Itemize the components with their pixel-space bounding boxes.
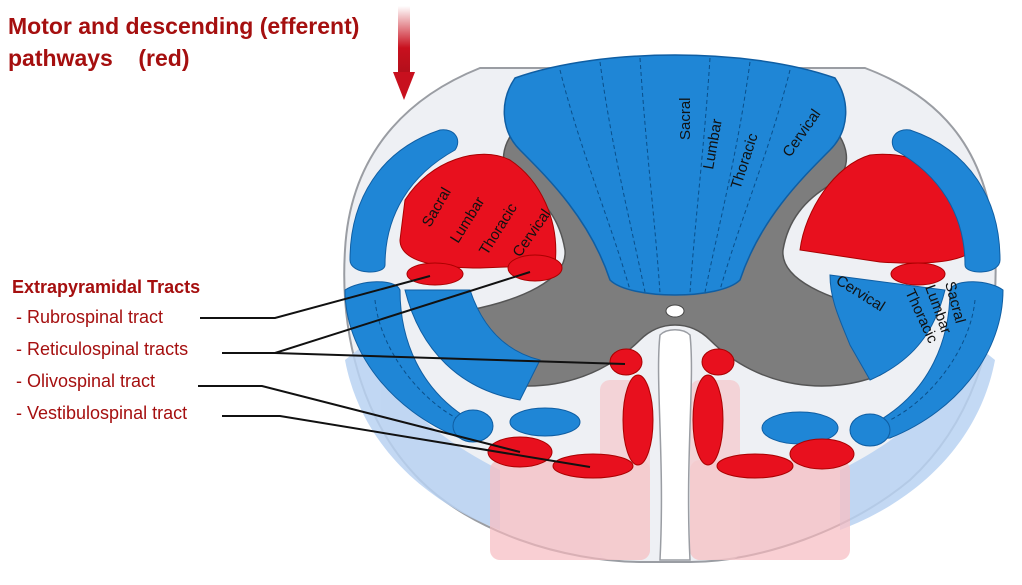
left-rubrospinal-tract (406, 262, 464, 286)
title-line-2: pathways (red) (8, 45, 190, 71)
right-anterior-blue-small (849, 413, 891, 447)
right-olivospinal-tract (789, 438, 855, 470)
title-line-1: Motor and descending (efferent) (8, 13, 360, 39)
legend-item-rubrospinal: - Rubrospinal tract (16, 307, 164, 327)
left-vestibulospinal-tract (552, 453, 634, 479)
left-anterior-blue-small (452, 409, 494, 443)
anterior-median-fissure (657, 329, 693, 561)
extrapyramidal-legend: Extrapyramidal Tracts - Rubrospinal trac… (12, 277, 200, 432)
left-anterior-spinothalamic-tract (509, 407, 581, 437)
right-reticulospinal-medial (701, 348, 735, 376)
left-lateral-corticospinal-tract (399, 153, 557, 269)
right-spinocerebellar-tracts (829, 129, 1004, 439)
left-anterior-corticospinal-tract (622, 374, 654, 466)
dorsal-columns (503, 54, 847, 296)
legend-item-reticulospinal: - Reticulospinal tracts (16, 339, 189, 359)
right-vestibulospinal-tract (716, 453, 794, 479)
right-anterior-corticospinal-tract (692, 374, 724, 466)
dorsal-column-dividers (559, 57, 791, 294)
legend-item-olivospinal: - Olivospinal tract (16, 371, 156, 391)
left-reticulospinal-medial (609, 348, 643, 376)
legend-heading: Extrapyramidal Tracts (12, 277, 201, 297)
dorsal-label-sacral: Sacral (677, 97, 694, 140)
legend-item-vestibulospinal: - Vestibulospinal tract (16, 403, 188, 423)
descending-arrow-icon (393, 6, 415, 100)
label-pointer-lines (198, 271, 626, 468)
right-rubrospinal-tract (890, 262, 946, 286)
page-title: Motor and descending (efferent) pathways… (8, 10, 359, 74)
central-canal (665, 304, 685, 318)
